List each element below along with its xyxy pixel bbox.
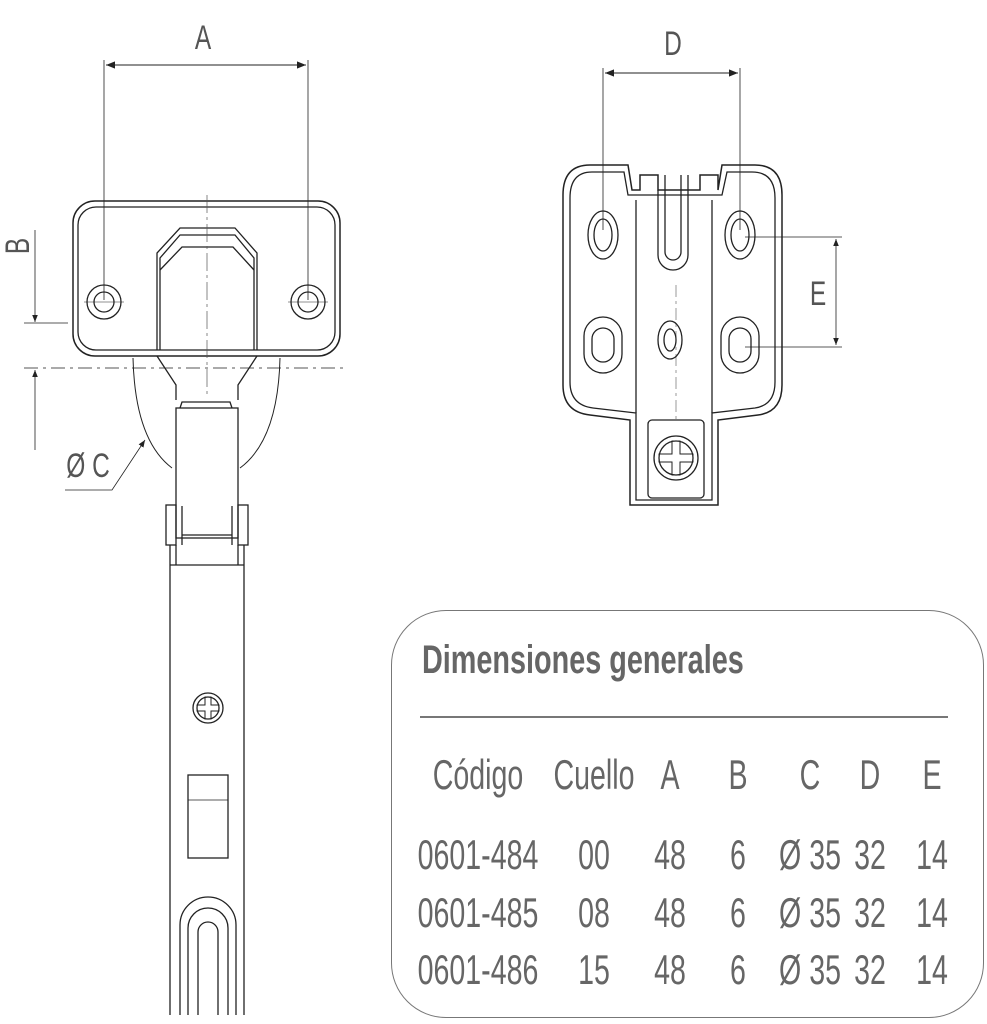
table-cell: 32 <box>854 946 886 993</box>
dimension-label-d: D <box>664 25 682 63</box>
column-header: D <box>859 751 881 798</box>
column-header: B <box>728 751 748 798</box>
hinge-side-view <box>24 60 348 1015</box>
table-cell: 48 <box>654 946 686 993</box>
dimension-label-e: E <box>809 275 827 313</box>
table-cell: 32 <box>854 889 886 936</box>
table-cell: 0601-484 <box>417 831 539 878</box>
mounting-plate-view <box>562 68 842 506</box>
dimension-label-a: A <box>194 19 212 57</box>
table-cell: 08 <box>578 889 610 936</box>
column-header: Código <box>432 751 524 798</box>
dimensions-table <box>391 610 984 1018</box>
table-cell: 14 <box>916 831 948 878</box>
table-cell: 0601-485 <box>417 889 539 936</box>
column-header: C <box>799 751 821 798</box>
table-cell: 6 <box>730 831 746 878</box>
table-cell: 00 <box>578 831 610 878</box>
table-cell: 14 <box>916 889 948 936</box>
table-cell: 48 <box>654 889 686 936</box>
table-cell: 15 <box>578 946 610 993</box>
screw-icon <box>192 692 224 724</box>
table-cell: Ø 35 <box>779 831 841 878</box>
table-cell: 48 <box>654 831 686 878</box>
column-header: A <box>660 751 680 798</box>
table-cell: Ø 35 <box>779 889 841 936</box>
table-cell: 14 <box>916 946 948 993</box>
table-cell: 32 <box>854 831 886 878</box>
column-header: E <box>922 751 942 798</box>
table-cell: 6 <box>730 889 746 936</box>
dimension-label-b: B <box>0 237 37 255</box>
divider <box>420 716 948 718</box>
table-cell: 6 <box>730 946 746 993</box>
column-header: Cuello <box>553 751 635 798</box>
table-cell: 0601-486 <box>417 946 539 993</box>
dimension-label-c: Ø C <box>66 447 110 485</box>
screw-icon <box>647 419 705 499</box>
table-title: Dimensiones generales <box>422 638 744 682</box>
table-cell: Ø 35 <box>779 946 841 993</box>
